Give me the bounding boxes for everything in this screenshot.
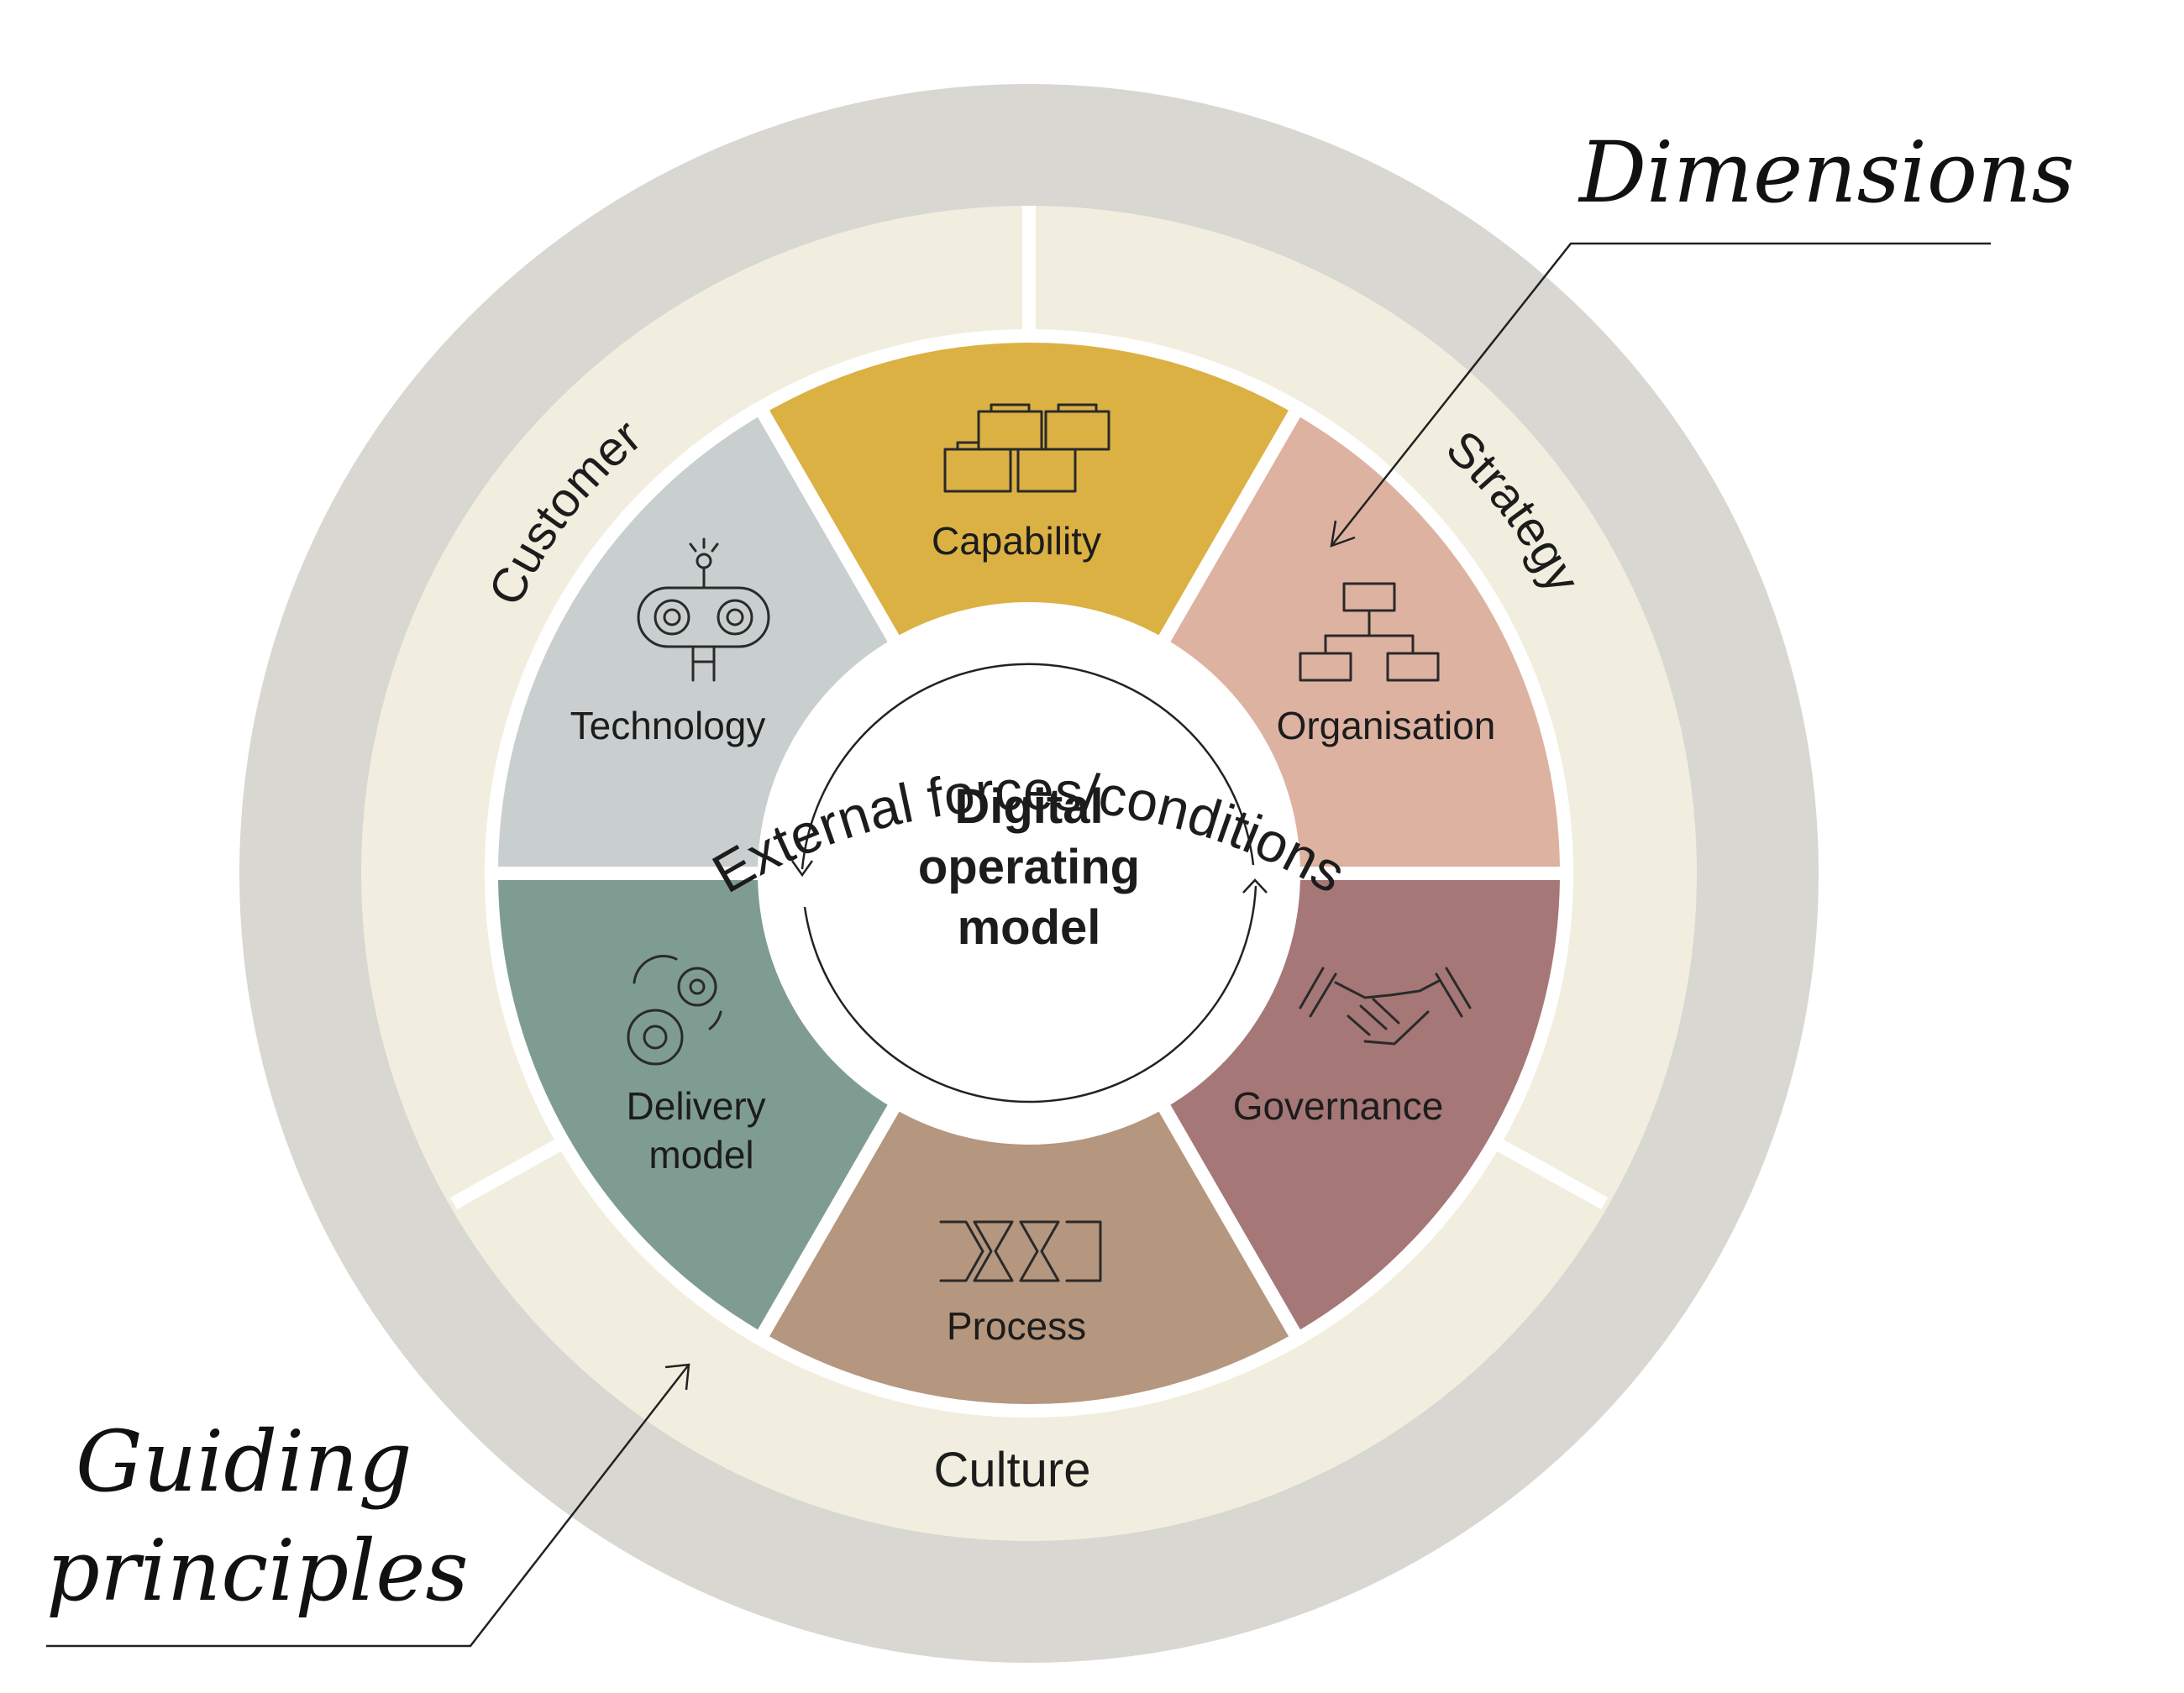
center-title-line-3: model (958, 900, 1101, 955)
org-chart-icon (1299, 582, 1440, 682)
delivery-label: Delivery model (627, 1084, 777, 1177)
principle-ring-dividers (450, 206, 1608, 1209)
process-label: Process (947, 1304, 1086, 1348)
gears-icon (627, 955, 722, 1066)
center-title-line-1: Digital (954, 779, 1103, 834)
technology-label: Technology (570, 704, 766, 747)
delivery-label-line-2: model (648, 1133, 753, 1177)
center-circle (764, 609, 1294, 1138)
dimensions-arrow-head (1330, 520, 1356, 548)
guiding-leader-line (46, 1364, 690, 1648)
guiding-annotation-line-1: Guiding (76, 1413, 412, 1511)
culture-label: Culture (934, 1443, 1091, 1497)
cycle-arrows (790, 663, 1268, 1103)
guiding-arrow-head (664, 1363, 690, 1391)
organisation-label: Organisation (1277, 704, 1496, 747)
delivery-label-line-1: Delivery (627, 1084, 766, 1128)
guiding-annotation-line-2: principles (46, 1522, 469, 1620)
dimensions-annotation: Dimensions (1578, 123, 2075, 222)
process-chevrons-icon (939, 1220, 1102, 1282)
governance-label: Governance (1233, 1084, 1444, 1128)
robot-icon (637, 537, 770, 682)
center-title-line-2: operating (918, 840, 1140, 894)
capability-label: Capability (932, 519, 1101, 563)
building-blocks-icon (943, 403, 1110, 493)
dimensions-leader-line (1331, 242, 1991, 547)
handshake-icon (1299, 967, 1472, 1046)
